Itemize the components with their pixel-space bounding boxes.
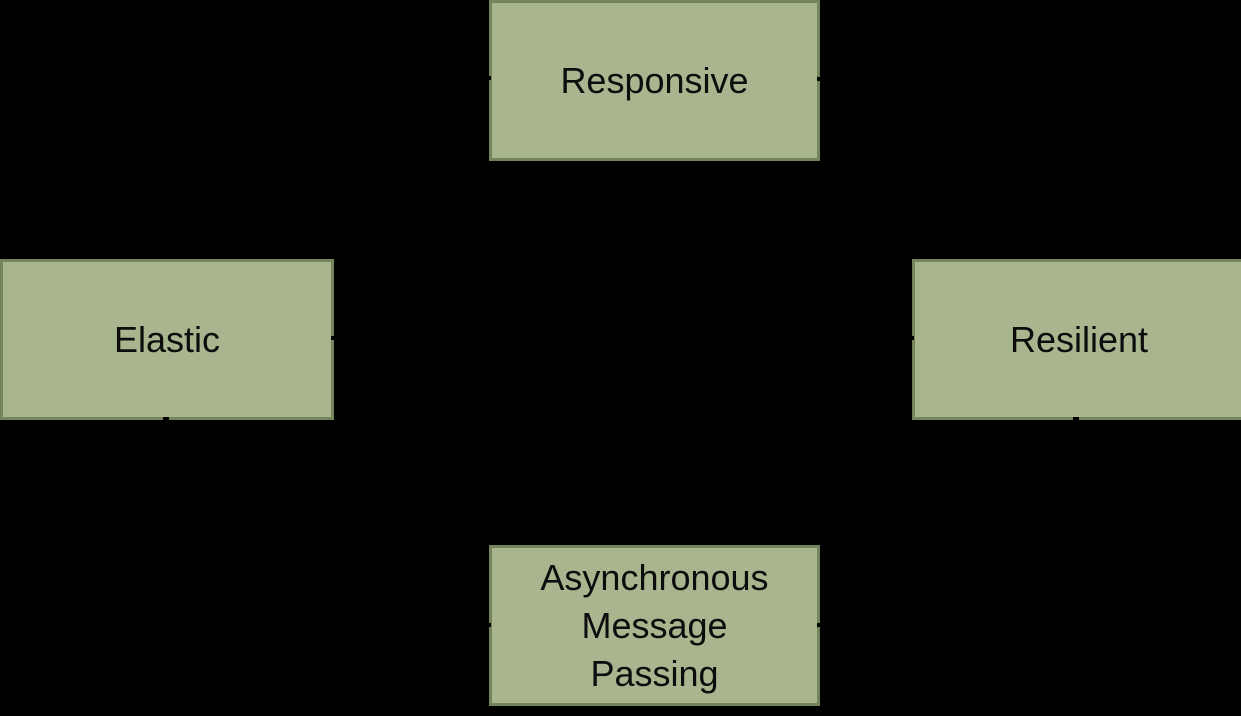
node-async-label-line-2: Message	[581, 604, 728, 646]
node-resilient: Resilient	[912, 259, 1241, 420]
arrowhead-tick-async-right	[817, 623, 826, 627]
node-responsive-label: Responsive	[560, 59, 749, 101]
arrowhead-tick-elastic-top	[162, 255, 171, 259]
arrowhead-tick-responsive-right	[817, 77, 826, 81]
node-resilient-label: Resilient	[1009, 318, 1149, 360]
arrowhead-tick-resilient-left	[906, 336, 914, 340]
arrowhead-tick-resilient-top	[1072, 255, 1081, 259]
node-responsive: Responsive	[489, 0, 820, 161]
arrowhead-tick-elastic-bottom	[163, 417, 169, 421]
node-elastic-label: Elastic	[113, 318, 221, 360]
arrowhead-tick-resilient-bottom	[1073, 417, 1079, 421]
node-async-label-line-1: Asynchronous	[540, 556, 769, 598]
arrowhead-tick-elastic-right	[331, 336, 339, 340]
arrowhead-tick-async-left	[482, 623, 491, 627]
arrowhead-tick-responsive-left	[482, 76, 491, 80]
node-async-message-passing: Asynchronous Message Passing	[489, 545, 820, 706]
node-elastic: Elastic	[0, 259, 334, 420]
node-async-label-line-3: Passing	[590, 652, 719, 694]
